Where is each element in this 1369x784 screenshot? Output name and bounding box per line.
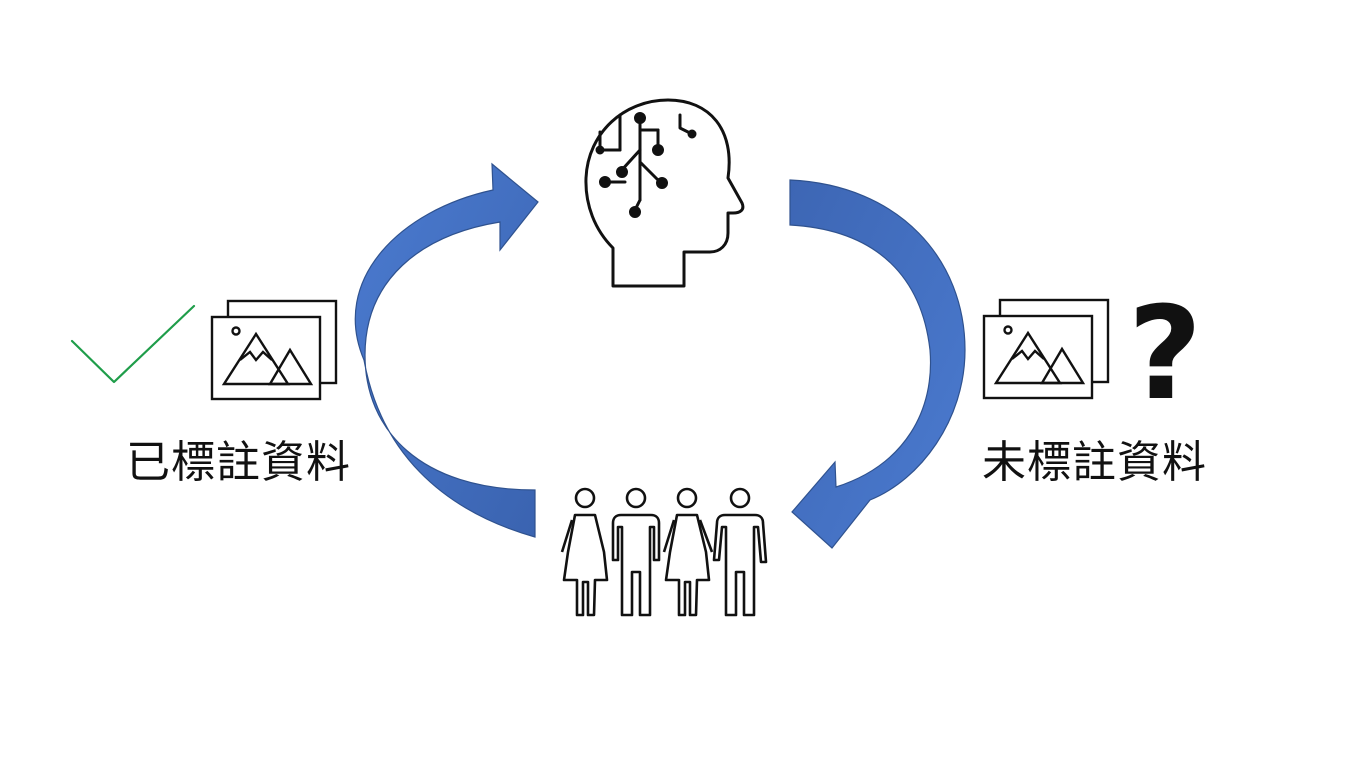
image-stack-icon xyxy=(210,299,338,401)
question-mark: ? xyxy=(1128,280,1202,429)
right-cycle-arrow xyxy=(789,179,966,549)
left-cycle-arrow xyxy=(354,162,539,538)
labeled-data-label: 已標註資料 xyxy=(126,437,351,488)
ai-brain-head-icon xyxy=(584,98,745,288)
image-stack-icon xyxy=(982,298,1110,400)
checkmark-icon xyxy=(70,304,196,384)
unlabeled-data-label: 未標註資料 xyxy=(982,437,1207,488)
people-group-icon xyxy=(560,487,768,617)
